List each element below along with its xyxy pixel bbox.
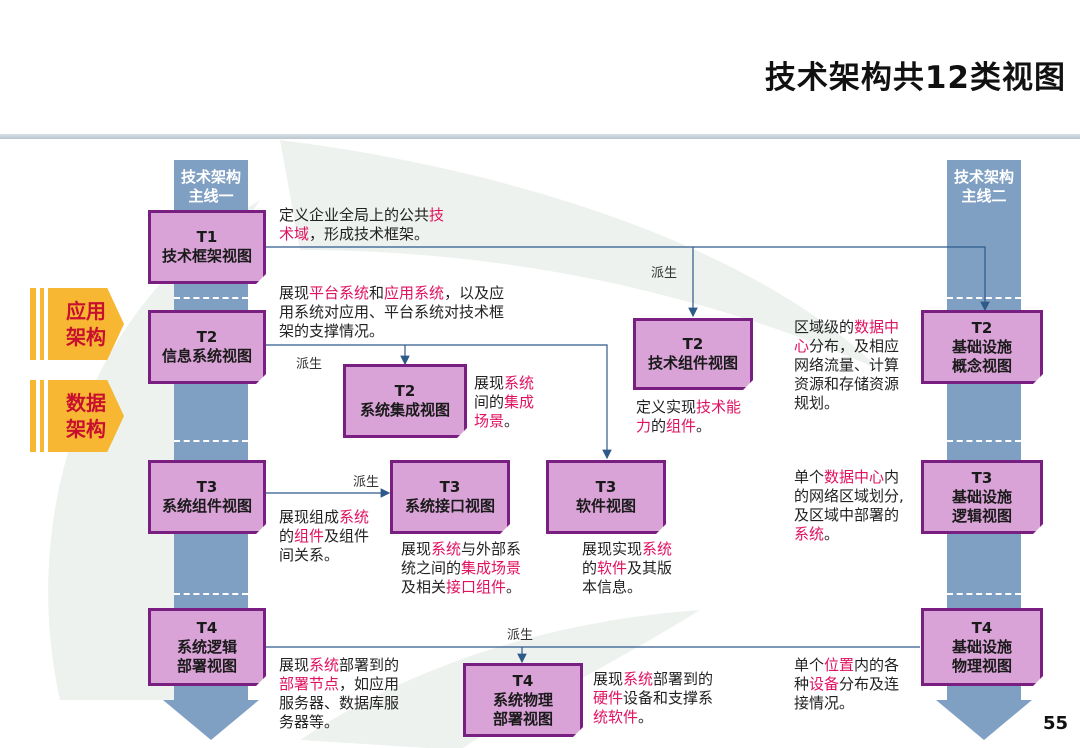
side-tab-stripe xyxy=(40,288,44,360)
desc-t3-software: 展现实现系统 的软件及其版 本信息。 xyxy=(582,540,673,596)
separator xyxy=(174,593,248,595)
derive-label: 派生 xyxy=(651,266,678,281)
separator xyxy=(174,297,248,299)
desc-t3-system-component: 展现组成系统 的组件及组件 间关系。 xyxy=(279,508,370,564)
side-tab-stripe xyxy=(30,380,36,452)
desc-t4-system-logical-deployment: 展现系统部署到的 部署节点，如应用 服务器、数据库服 务器等。 xyxy=(279,656,400,731)
desc-t2-technical-component: 定义实现技术能 力的组件。 xyxy=(636,398,742,435)
derive-label: 派生 xyxy=(296,357,323,372)
desc-t2-infrastructure-concept: 区域级的数据中 心分布，及相应 网络流量、计算 资源和存储资源 规划。 xyxy=(794,318,900,412)
desc-t2-information-system: 展现平台系统和应用系统，以及应 用系统对应用、平台系统对技术框 架的支撑情况。 xyxy=(279,284,505,340)
side-tab-stripe xyxy=(30,288,36,360)
desc-t3-system-interface: 展现系统与外部系 统之间的集成场景 及相关接口组件。 xyxy=(401,540,522,596)
page-title: 技术架构共12类视图 xyxy=(764,60,1066,96)
desc-t2-system-integration: 展现系统 间的集成 场景。 xyxy=(474,374,535,430)
derive-label: 派生 xyxy=(507,628,534,643)
derive-label: 派生 xyxy=(353,475,380,490)
separator xyxy=(947,593,1021,595)
separator xyxy=(947,440,1021,442)
separator xyxy=(947,297,1021,299)
header-divider xyxy=(0,134,1080,139)
mainline-one-arrow xyxy=(163,700,259,740)
side-tab-application: 应用架构 xyxy=(48,288,124,360)
mainline-one-header: 技术架构主线一 xyxy=(180,168,241,205)
desc-t3-infrastructure-logical: 单个数据中心内 的网络区域划分, 及区域中部署的 系统。 xyxy=(794,468,904,543)
mainline-two-arrow xyxy=(936,700,1032,740)
side-tab-data: 数据架构 xyxy=(48,380,124,452)
desc-t1: 定义企业全局上的公共技 术域，形成技术框架。 xyxy=(279,206,445,243)
desc-t4-infrastructure-physical: 单个位置内的各 种设备分布及连 接情况。 xyxy=(794,656,900,712)
page-number: 55 xyxy=(1042,713,1068,734)
desc-t4-system-physical-deployment: 展现系统部署到的 硬件设备和支撑系 统软件。 xyxy=(593,670,714,726)
separator xyxy=(174,440,248,442)
mainline-two-header: 技术架构主线二 xyxy=(953,168,1014,205)
side-tab-stripe xyxy=(40,380,44,452)
